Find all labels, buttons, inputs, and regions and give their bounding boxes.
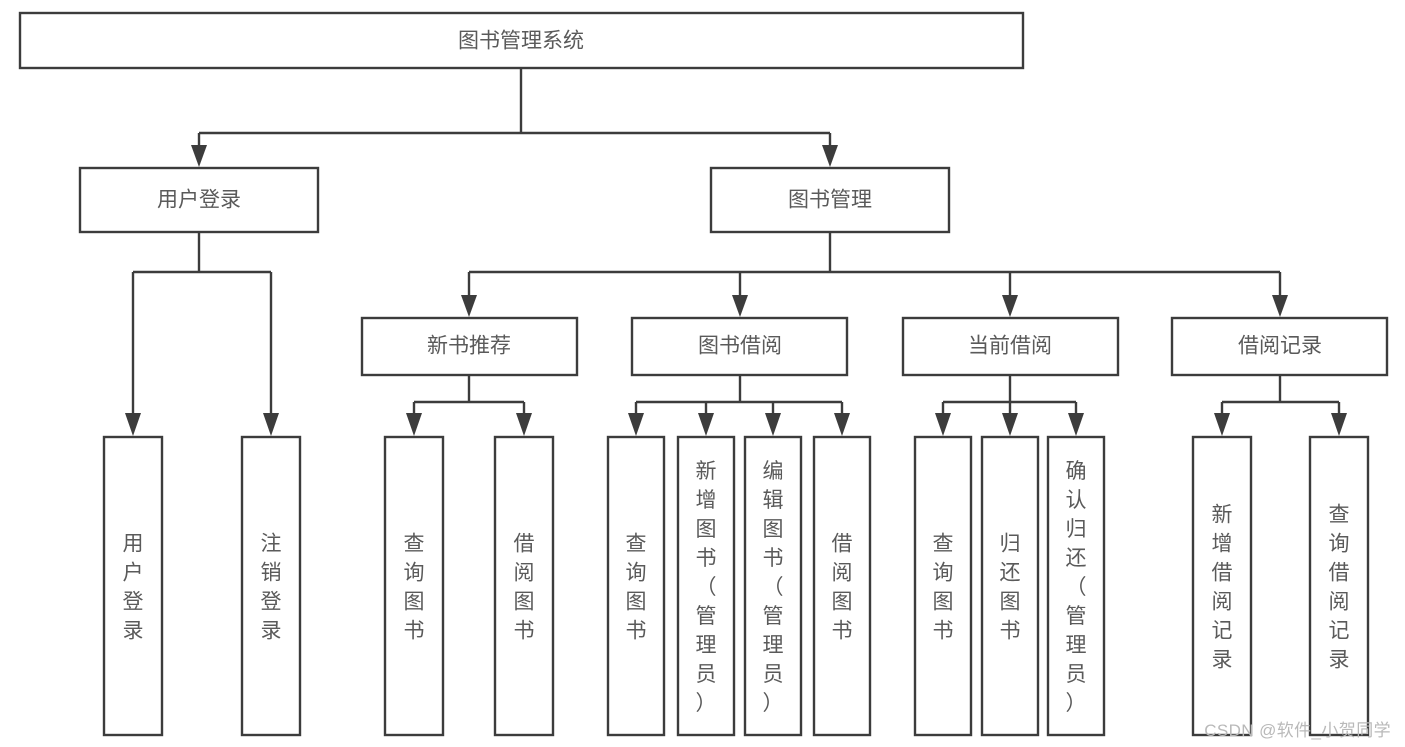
node-borrow-record-label: 借阅记录: [1238, 335, 1322, 358]
node-leaf-query-book-1-label: 查询图书: [404, 533, 425, 643]
arrowhead-book-management: [822, 145, 838, 167]
node-leaf-query-book-2[interactable]: 查询图书: [606, 435, 666, 737]
node-leaf-return-book-label: 归还图书: [1000, 533, 1021, 643]
node-leaf-borrow-book-1[interactable]: 借阅图书: [493, 435, 555, 737]
arrowhead-leaf-confirm-return: [1068, 413, 1084, 436]
node-leaf-add-book-label: 新增图书（管理员）: [696, 460, 717, 715]
node-leaf-user-login-box[interactable]: [102, 435, 164, 737]
node-book-management-box[interactable]: [709, 166, 951, 234]
node-leaf-logout[interactable]: 注销登录: [240, 435, 302, 737]
arrowhead-leaf-add-record: [1214, 413, 1230, 436]
connector-group: [125, 68, 1347, 436]
node-leaf-borrow-book-1-label: 借阅图书: [514, 533, 535, 643]
node-user-login[interactable]: 用户登录: [78, 166, 320, 234]
arrowhead-leaf-query-book-1: [406, 413, 422, 436]
node-book-management[interactable]: 图书管理: [709, 166, 951, 234]
node-leaf-query-book-3-box[interactable]: [913, 435, 973, 737]
node-leaf-confirm-return-label: 确认归还（管理员）: [1066, 460, 1087, 715]
arrowhead-new-book-recommend: [461, 295, 477, 317]
node-book-borrow-box[interactable]: [630, 316, 849, 377]
node-leaf-add-record[interactable]: 新增借阅记录: [1191, 435, 1253, 737]
node-new-book-recommend-box[interactable]: [360, 316, 579, 377]
node-user-login-label: 用户登录: [157, 189, 241, 212]
node-leaf-borrow-book-2-box[interactable]: [812, 435, 872, 737]
node-leaf-user-login[interactable]: 用户登录: [102, 435, 164, 737]
node-leaf-query-book-2-box[interactable]: [606, 435, 666, 737]
node-root-label: 图书管理系统: [458, 30, 584, 53]
node-leaf-edit-book-box[interactable]: [743, 435, 803, 737]
node-leaf-query-book-3[interactable]: 查询图书: [913, 435, 973, 737]
node-leaf-logout-box[interactable]: [240, 435, 302, 737]
node-new-book-recommend-label: 新书推荐: [427, 335, 511, 358]
node-new-book-recommend[interactable]: 新书推荐: [360, 316, 579, 377]
node-leaf-query-book-1-box[interactable]: [383, 435, 445, 737]
node-book-borrow-label: 图书借阅: [698, 335, 782, 358]
arrowhead-leaf-borrow-book-2: [834, 413, 850, 436]
node-leaf-return-book-box[interactable]: [980, 435, 1040, 737]
node-root-box[interactable]: [18, 11, 1025, 70]
node-leaf-borrow-book-1-box[interactable]: [493, 435, 555, 737]
node-leaf-query-book-2-label: 查询图书: [626, 533, 647, 643]
node-leaf-query-book-1[interactable]: 查询图书: [383, 435, 445, 737]
node-leaf-borrow-book-2-label: 借阅图书: [832, 533, 853, 643]
arrowhead-leaf-add-book: [698, 413, 714, 436]
node-leaf-query-record-box[interactable]: [1308, 435, 1370, 737]
node-user-login-box[interactable]: [78, 166, 320, 234]
node-leaf-user-login-label: 用户登录: [123, 533, 144, 643]
arrowhead-leaf-query-book-2: [628, 413, 644, 436]
arrowhead-leaf-logout: [263, 413, 279, 436]
arrowhead-leaf-borrow-book-1: [516, 413, 532, 436]
node-book-management-label: 图书管理: [788, 189, 872, 212]
arrowhead-user-login: [191, 145, 207, 167]
arrowhead-leaf-query-record: [1331, 413, 1347, 436]
arrowhead-leaf-edit-book: [765, 413, 781, 436]
node-leaf-add-record-box[interactable]: [1191, 435, 1253, 737]
node-borrow-record[interactable]: 借阅记录: [1170, 316, 1389, 377]
node-leaf-logout-label: 注销登录: [261, 533, 282, 643]
node-leaf-add-record-label: 新增借阅记录: [1212, 504, 1233, 672]
node-leaf-confirm-return[interactable]: 确认归还（管理员）: [1046, 435, 1106, 737]
arrowhead-book-borrow: [732, 295, 748, 317]
node-current-borrow-box[interactable]: [901, 316, 1120, 377]
arrowhead-current-borrow: [1002, 295, 1018, 317]
node-book-borrow[interactable]: 图书借阅: [630, 316, 849, 377]
arrowhead-borrow-record: [1272, 295, 1288, 317]
arrowhead-leaf-return-book: [1002, 413, 1018, 436]
node-leaf-return-book[interactable]: 归还图书: [980, 435, 1040, 737]
node-leaf-query-book-3-label: 查询图书: [933, 533, 954, 643]
node-leaf-query-record-label: 查询借阅记录: [1329, 504, 1350, 672]
node-current-borrow-label: 当前借阅: [968, 335, 1052, 358]
node-leaf-add-book[interactable]: 新增图书（管理员）: [676, 435, 736, 737]
node-root[interactable]: 图书管理系统: [18, 11, 1025, 70]
arrowhead-leaf-query-book-3: [935, 413, 951, 436]
node-leaf-add-book-box[interactable]: [676, 435, 736, 737]
node-leaf-edit-book-label: 编辑图书（管理员）: [763, 460, 784, 715]
node-leaf-borrow-book-2[interactable]: 借阅图书: [812, 435, 872, 737]
arrowhead-leaf-user-login: [125, 413, 141, 436]
node-borrow-record-box[interactable]: [1170, 316, 1389, 377]
node-current-borrow[interactable]: 当前借阅: [901, 316, 1120, 377]
node-leaf-query-record[interactable]: 查询借阅记录: [1308, 435, 1370, 737]
node-leaf-edit-book[interactable]: 编辑图书（管理员）: [743, 435, 803, 737]
node-leaf-confirm-return-box[interactable]: [1046, 435, 1106, 737]
